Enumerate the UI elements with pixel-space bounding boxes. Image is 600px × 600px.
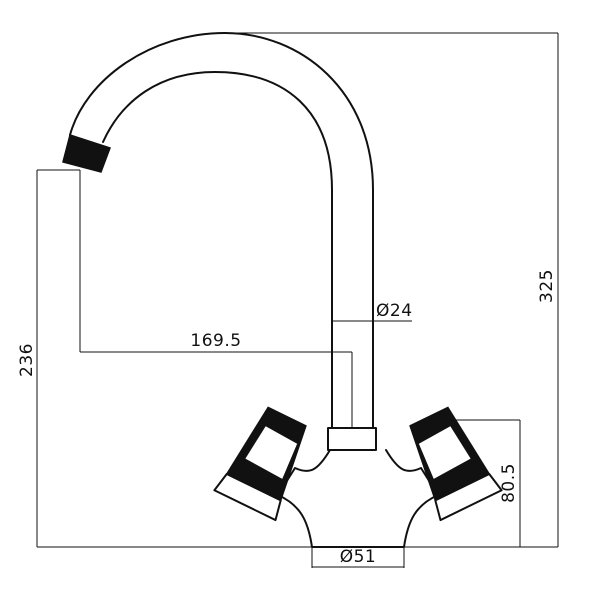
right-handle (409, 406, 503, 522)
spout-inner-wall (102, 71, 333, 429)
spout-outer-wall (69, 32, 374, 429)
reach-label: 169.5 (190, 331, 241, 351)
right-handle-ring (434, 473, 503, 522)
dimension-lines (36, 32, 559, 568)
base-body (277, 449, 439, 548)
left-handle (213, 406, 307, 522)
handle-height-label: 80.5 (499, 463, 519, 503)
dimension-labels: 169.5 Ø24 Ø51 236 325 80.5 (17, 269, 557, 567)
base-diameter-label: Ø51 (340, 547, 377, 567)
aerator-nozzle (62, 134, 111, 173)
spout-height-label: 236 (17, 343, 37, 377)
faucet-drawing (62, 32, 503, 548)
spout-diameter-label: Ø24 (376, 301, 413, 321)
spout-collar (327, 427, 377, 451)
total-height-label: 325 (537, 269, 557, 303)
left-handle-ring (213, 473, 282, 522)
